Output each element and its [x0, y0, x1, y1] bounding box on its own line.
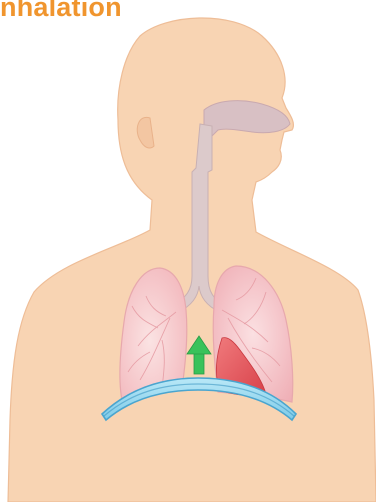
respiratory-diagram: [0, 0, 376, 502]
